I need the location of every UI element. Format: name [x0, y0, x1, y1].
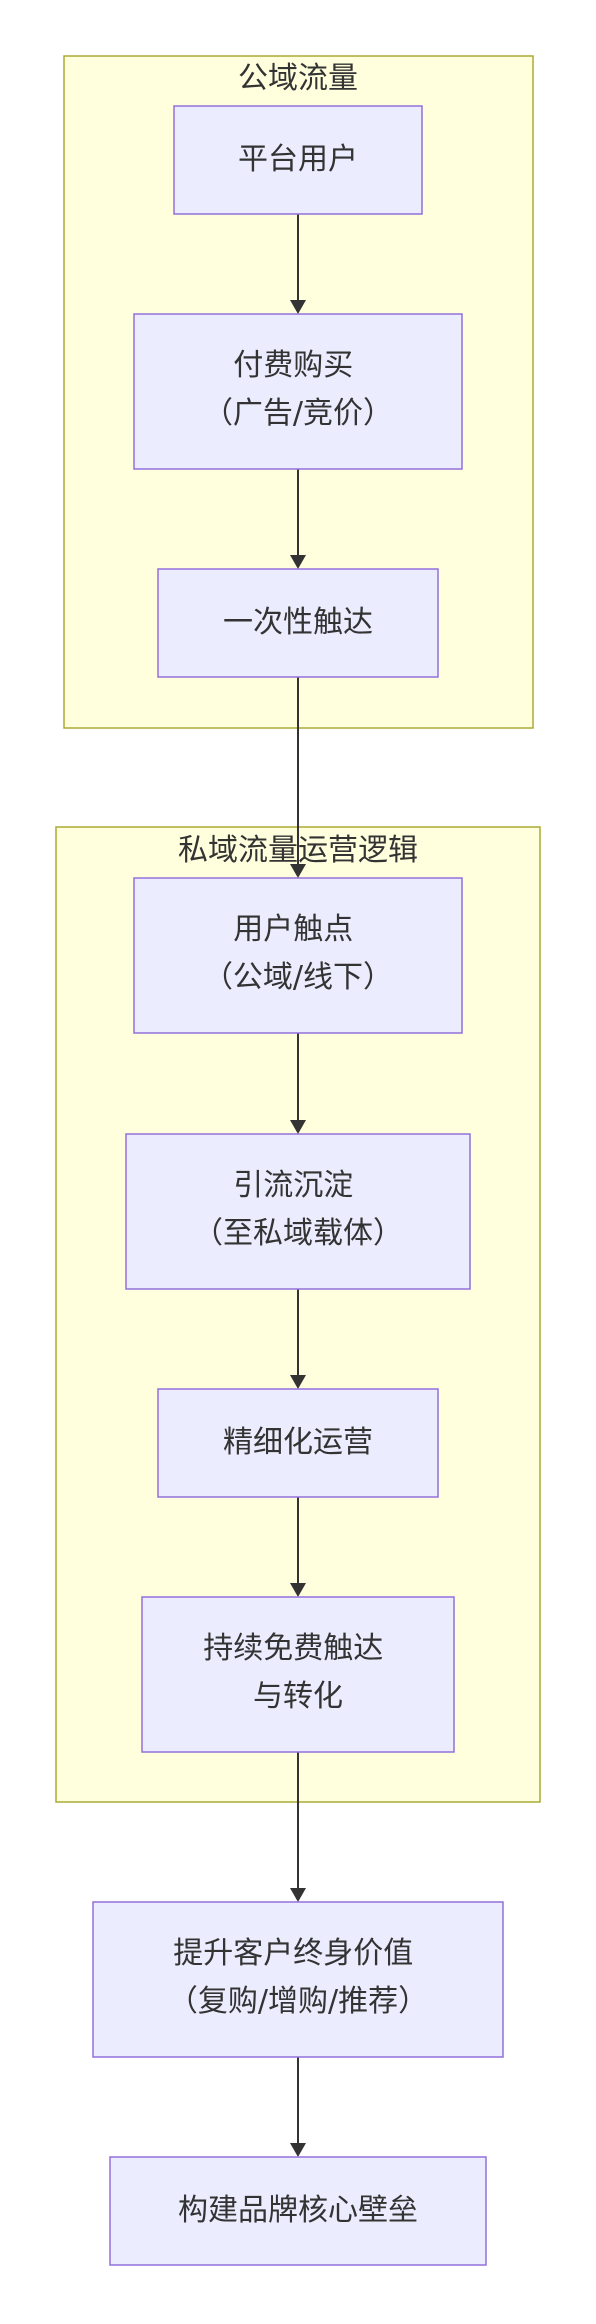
- node-user-touchpoint-box: [133, 877, 463, 1034]
- edge-n4-n5: [290, 1033, 306, 1134]
- node-customer-lifetime-value-box: [92, 1901, 504, 2058]
- node-platform-users-label: 平台用户: [238, 142, 358, 177]
- edge-n5-n6: [290, 1289, 306, 1389]
- edge-n1-n2: [290, 214, 306, 314]
- node-user-touchpoint-label: 用户触点 （公域/线下）: [203, 912, 393, 995]
- edge-arrowhead: [290, 1583, 306, 1597]
- node-traffic-retention-label: 引流沉淀 （至私域载体）: [193, 1168, 403, 1251]
- node-platform-users-box: [173, 105, 423, 215]
- edge-n3-n4: [290, 677, 306, 878]
- edge-arrowhead: [290, 864, 306, 878]
- node-platform-users[interactable]: 平台用户: [173, 105, 423, 215]
- node-continuous-reach[interactable]: 持续免费触达 与转化: [141, 1596, 455, 1753]
- node-one-time-reach-label: 一次性触达: [223, 605, 373, 640]
- edge-arrowhead: [290, 2143, 306, 2157]
- edge-n7-n8: [290, 1752, 306, 1902]
- node-user-touchpoint[interactable]: 用户触点 （公域/线下）: [133, 877, 463, 1034]
- node-traffic-retention-box: [125, 1133, 471, 1290]
- node-one-time-reach[interactable]: 一次性触达: [157, 568, 439, 678]
- node-refined-operation-label: 精细化运营: [223, 1425, 373, 1460]
- edge-arrowhead: [290, 1888, 306, 1902]
- node-paid-purchase-label: 付费购买 （广告/竞价）: [203, 348, 393, 431]
- node-customer-lifetime-value-label: 提升客户终身价值 （复购/增购/推荐）: [168, 1936, 428, 2019]
- node-customer-lifetime-value[interactable]: 提升客户终身价值 （复购/增购/推荐）: [92, 1901, 504, 2058]
- node-brand-moat-box: [109, 2156, 487, 2266]
- node-one-time-reach-box: [157, 568, 439, 678]
- edge-n6-n7: [290, 1497, 306, 1597]
- node-brand-moat[interactable]: 构建品牌核心壁垒: [109, 2156, 487, 2266]
- edge-arrowhead: [290, 555, 306, 569]
- edges-layer: [290, 214, 306, 2157]
- node-traffic-retention[interactable]: 引流沉淀 （至私域载体）: [125, 1133, 471, 1290]
- cluster-public-title: 公域流量: [238, 61, 358, 96]
- node-refined-operation[interactable]: 精细化运营: [157, 1388, 439, 1498]
- node-paid-purchase-box: [133, 313, 463, 470]
- edge-arrowhead: [290, 1375, 306, 1389]
- node-paid-purchase[interactable]: 付费购买 （广告/竞价）: [133, 313, 463, 470]
- node-continuous-reach-box: [141, 1596, 455, 1753]
- edge-n2-n3: [290, 469, 306, 569]
- edge-arrowhead: [290, 1120, 306, 1134]
- node-brand-moat-label: 构建品牌核心壁垒: [178, 2193, 418, 2228]
- node-refined-operation-box: [157, 1388, 439, 1498]
- node-continuous-reach-label: 持续免费触达 与转化: [203, 1631, 393, 1714]
- edge-arrowhead: [290, 300, 306, 314]
- edge-n8-n9: [290, 2057, 306, 2157]
